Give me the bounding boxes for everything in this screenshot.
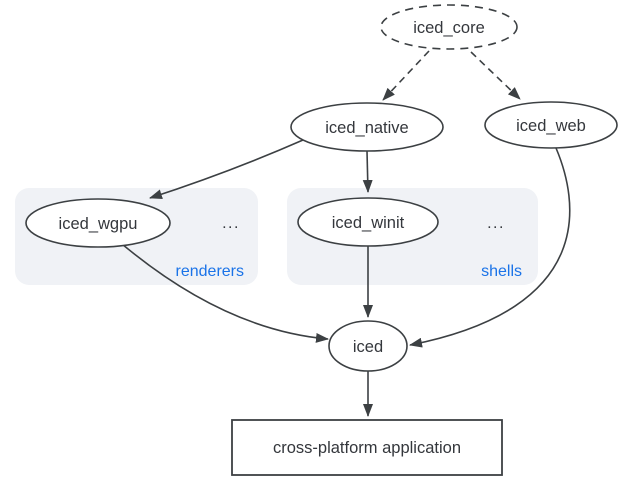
node-iced	[328, 320, 408, 372]
node-application-label: cross-platform application	[273, 439, 461, 457]
node-iced-winit	[297, 197, 439, 247]
shells-ellipsis: ...	[487, 215, 505, 232]
node-iced-core-label: iced_core	[413, 19, 485, 37]
edge-iced-core-to-iced-native	[382, 50, 430, 101]
node-application-box	[231, 419, 503, 476]
node-iced-winit-label: iced_winit	[332, 214, 405, 232]
node-iced-core	[380, 4, 518, 50]
node-iced-native-label: iced_native	[325, 119, 408, 137]
edge-iced-web-to-iced	[409, 147, 571, 348]
edge-iced-wgpu-to-iced	[121, 243, 329, 343]
node-iced-wgpu-label: iced_wgpu	[59, 215, 138, 233]
node-iced-native	[290, 102, 444, 152]
node-iced-web-label: iced_web	[516, 117, 586, 135]
edge-iced-native-to-iced-winit	[362, 150, 373, 193]
shells-group-label: shells	[481, 263, 522, 280]
node-iced-label: iced	[353, 338, 383, 356]
node-iced-wgpu	[25, 198, 171, 248]
edge-iced-core-to-iced-web	[470, 51, 521, 100]
edge-iced-native-to-iced-wgpu	[149, 139, 304, 200]
renderers-group-label: renderers	[176, 263, 244, 280]
renderers-ellipsis: ...	[222, 215, 240, 232]
node-iced-web	[484, 101, 618, 149]
